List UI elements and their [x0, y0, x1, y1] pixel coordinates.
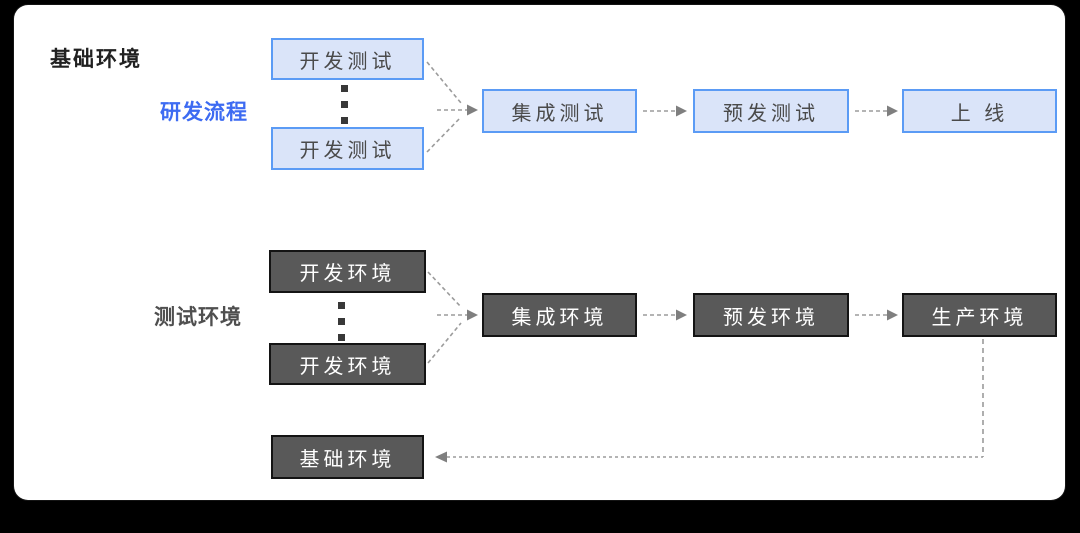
arrowhead-base-env — [435, 451, 447, 463]
arrowhead-production-env — [887, 309, 898, 321]
node-integration-env: 集成环境 — [482, 293, 637, 337]
node-dev-test-1: 开发测试 — [271, 38, 424, 80]
dev-flow-label: 研发流程 — [160, 101, 248, 124]
node-base-env: 基础环境 — [271, 435, 424, 479]
dotted-separator-dev-test — [341, 85, 348, 124]
node-staging-env: 预发环境 — [693, 293, 849, 337]
node-production-env: 生产环境 — [902, 293, 1057, 337]
node-staging-test: 预发测试 — [693, 89, 849, 133]
separator-dot — [338, 318, 345, 325]
arrowhead-staging-env — [676, 309, 687, 321]
node-dev-env-1: 开发环境 — [269, 250, 426, 293]
arrowhead-launch — [887, 105, 898, 117]
separator-dot — [341, 117, 348, 124]
test-env-label: 测试环境 — [154, 306, 242, 329]
arrowhead-into-integration-test — [467, 104, 478, 116]
node-launch: 上 线 — [902, 89, 1057, 133]
dotted-separator-dev-env — [338, 302, 345, 341]
fan-in-dev-env — [427, 271, 467, 364]
node-dev-test-2: 开发测试 — [271, 127, 424, 170]
separator-dot — [338, 334, 345, 341]
separator-dot — [341, 85, 348, 92]
fan-in-dev-test — [426, 61, 467, 153]
node-dev-env-2: 开发环境 — [269, 343, 426, 385]
node-integration-test: 集成测试 — [482, 89, 637, 133]
corner-title: 基础环境 — [50, 48, 142, 71]
diagram-card: 基础环境 研发流程 测试环境 开发测试 开发测试 集成测试 预发测试 上 线 开… — [14, 5, 1065, 500]
connector-lines — [426, 61, 984, 463]
arrowhead-staging-test — [676, 105, 687, 117]
separator-dot — [341, 101, 348, 108]
arrowhead-into-integration-env — [467, 309, 478, 321]
separator-dot — [338, 302, 345, 309]
return-path-production-to-base — [447, 339, 984, 458]
